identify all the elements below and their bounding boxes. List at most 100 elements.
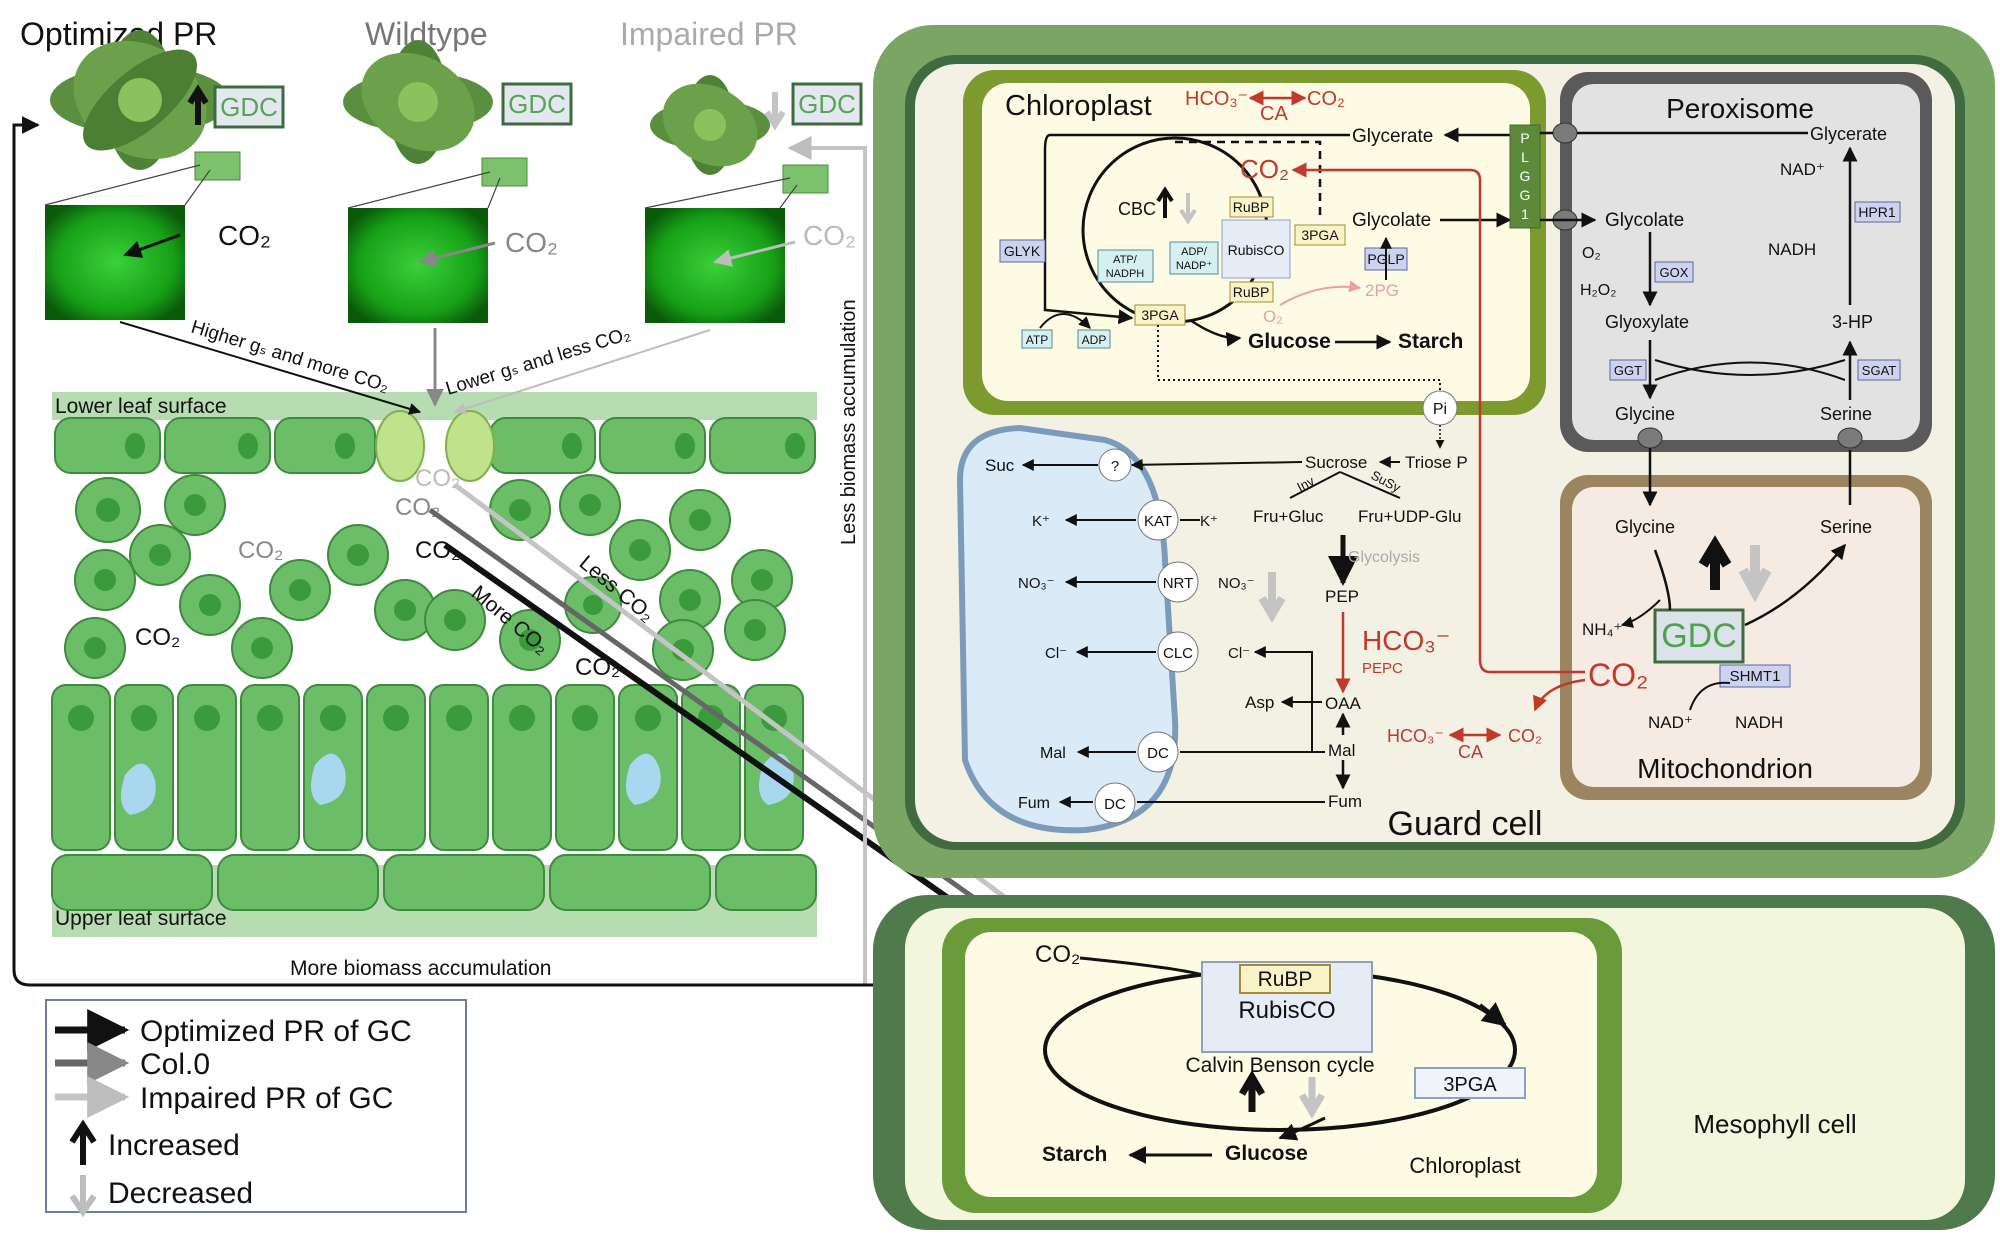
gdc-down-icon — [1738, 545, 1772, 603]
increased-arrow-icon — [187, 84, 209, 125]
glycolysis-label: Glycolysis — [1348, 549, 1420, 566]
pga3-box-meso — [1414, 1067, 1526, 1099]
plgg1-letter: P — [1520, 130, 1529, 146]
co2-air-2: CO₂ — [395, 494, 440, 521]
glycolate-chloro: Glycolate — [1352, 210, 1431, 231]
plgg1-letter: 1 — [1521, 206, 1529, 222]
gdc-box-impaired — [791, 82, 863, 126]
rubisco-meso-label: RubisCO — [1238, 997, 1335, 1024]
glyk-box — [999, 239, 1046, 263]
svg-text:RubisCO: RubisCO — [1228, 242, 1285, 258]
legend-col0: Col.0 — [140, 1048, 210, 1081]
fum-cyto: Fum — [1328, 792, 1362, 811]
glycine-perox: Glycine — [1615, 404, 1675, 424]
sgat-box — [1857, 359, 1901, 381]
suc-vac: Suc — [985, 456, 1015, 475]
serine-mito: Serine — [1820, 517, 1872, 537]
svg-text:RuBP: RuBP — [1258, 968, 1313, 991]
more-biomass-label: More biomass accumulation — [290, 957, 551, 980]
no3-vac: NO₃⁻ — [1018, 575, 1055, 592]
mal-cyto: Mal — [1328, 741, 1355, 760]
tissue-icon-optimized — [194, 151, 241, 181]
co2-air-5: CO₂ — [135, 624, 180, 651]
oaa-label: OAA — [1325, 694, 1362, 713]
nh4-mito: NH₄⁺ — [1582, 620, 1622, 639]
svg-text:ATP/: ATP/ — [1113, 254, 1138, 266]
co2-chloro-label: CO₂ — [1307, 88, 1345, 110]
rosette-wildtype — [343, 40, 493, 164]
less-biomass-label: Less biomass accumulation — [838, 299, 860, 545]
inv-label: Inv — [1294, 473, 1317, 495]
glycerate-chloro: Glycerate — [1352, 126, 1433, 147]
gc-image-wildtype — [348, 208, 488, 323]
rosette-impaired — [650, 75, 770, 175]
hco3-label: HCO₃⁻ — [1185, 88, 1248, 110]
ggt-box — [1609, 359, 1647, 381]
lower-surface-label: Lower leaf surface — [55, 395, 227, 418]
pep-down-icon — [1258, 572, 1286, 623]
glucose-meso: Glucose — [1225, 1142, 1308, 1165]
starch-gc: Starch — [1398, 330, 1463, 353]
title-impaired-pr: Impaired PR — [620, 16, 798, 52]
triose-p: Triose P — [1405, 453, 1468, 472]
guard-cell-left — [375, 410, 425, 482]
dc-transporter-fum — [1094, 782, 1136, 824]
starch-meso: Starch — [1042, 1143, 1107, 1166]
pep-label: PEP — [1325, 587, 1359, 606]
gdc-up-icon — [1698, 535, 1732, 590]
decreased-arrow-icon — [764, 92, 786, 131]
fru-udp: Fru+UDP-Glu — [1358, 507, 1461, 526]
cbc-down-icon — [1179, 193, 1197, 225]
serine-perox: Serine — [1820, 404, 1872, 424]
legend-increased: Increased — [108, 1129, 240, 1162]
svg-text:KAT: KAT — [1144, 513, 1172, 530]
hp3-perox: 3-HP — [1832, 312, 1873, 332]
adp-box — [1077, 329, 1111, 349]
glyoxylate-perox: Glyoxylate — [1605, 312, 1689, 332]
svg-text:SHMT1: SHMT1 — [1730, 668, 1781, 685]
rubp-box-2 — [1229, 281, 1274, 303]
k-vac: K⁺ — [1032, 513, 1050, 530]
co2-mito: CO₂ — [1588, 657, 1648, 693]
gc-image-optimized — [45, 205, 185, 320]
gdc-box-wildtype — [501, 82, 573, 126]
rubp-box-1 — [1229, 196, 1274, 218]
cbc-up-icon — [1156, 186, 1174, 218]
glycolate-perox: Glycolate — [1605, 210, 1684, 231]
nadh-perox: NADH — [1768, 240, 1816, 259]
atp-box — [1021, 329, 1053, 349]
lower-gs-label: Lower gₛ and less CO₂ — [443, 324, 633, 400]
hco3-cyto-2: HCO₃⁻ — [1387, 726, 1444, 746]
pepc-label: PEPC — [1362, 660, 1403, 677]
sucrose: Sucrose — [1305, 453, 1367, 472]
upper-surface-label: Upper leaf surface — [55, 907, 227, 930]
lower-epidermis — [54, 417, 816, 474]
h2o2-perox: H₂O₂ — [1580, 282, 1616, 299]
plgg1-letter: G — [1520, 168, 1531, 184]
pga3-box-1 — [1294, 224, 1346, 246]
vacuole — [956, 424, 1179, 834]
chloroplast-title: Chloroplast — [1005, 90, 1152, 122]
asp-label: Asp — [1245, 693, 1274, 712]
plgg1-letter: G — [1520, 187, 1531, 203]
dc-transporter-mal — [1137, 731, 1179, 773]
svg-text:HPR1: HPR1 — [1858, 204, 1896, 220]
unknown-transporter — [1098, 448, 1132, 482]
mesophyll-title: Mesophyll cell — [1693, 1109, 1856, 1139]
co2-cbc-label: CO₂ — [1240, 154, 1289, 184]
svg-text:NADP⁺: NADP⁺ — [1176, 260, 1213, 272]
nadh-mito: NADH — [1735, 713, 1783, 732]
svg-text:RuBP: RuBP — [1233, 199, 1270, 215]
svg-text:GLYK: GLYK — [1004, 243, 1041, 259]
legend-decreased: Decreased — [108, 1177, 253, 1210]
clc-transporter — [1157, 631, 1199, 673]
svg-text:3PGA: 3PGA — [1141, 307, 1179, 323]
k-cyto: K⁺ — [1200, 513, 1218, 530]
gdc-box-mito — [1653, 608, 1745, 664]
glucose-gc: Glucose — [1248, 330, 1331, 353]
glycerate-perox: Glycerate — [1810, 124, 1887, 144]
adp-nadp-box — [1169, 241, 1219, 275]
nad-perox: NAD⁺ — [1780, 160, 1825, 179]
svg-text:SGAT: SGAT — [1862, 363, 1896, 378]
calvin-up-icon — [1238, 1070, 1266, 1112]
